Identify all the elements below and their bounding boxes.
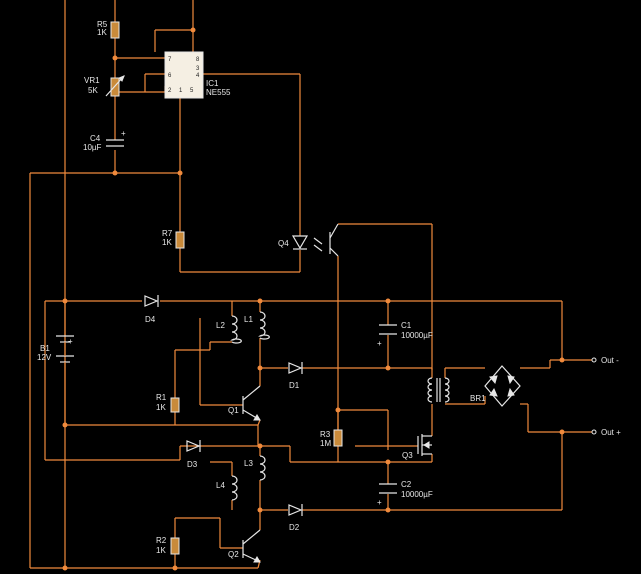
vr1-value: 5K: [88, 86, 98, 95]
l4-label: L4: [216, 481, 225, 490]
c2-label: C2: [401, 480, 412, 489]
b1-value: 12V: [37, 353, 52, 362]
diode-d4[interactable]: D4: [144, 295, 159, 324]
potentiometer-vr1[interactable]: VR1 5K: [84, 75, 125, 97]
q1-label: Q1: [228, 406, 239, 415]
r2-label: R2: [156, 536, 167, 545]
r5-label: R5: [97, 20, 108, 29]
ic1-ne555[interactable]: 7 8 6 4 3 2 1 5 IC1 NE555: [164, 51, 231, 99]
c2-plus: +: [377, 498, 382, 507]
pin5: 5: [190, 88, 194, 94]
c1-plus: +: [377, 339, 382, 348]
transistor-q1[interactable]: Q1: [228, 385, 261, 421]
r1-label: R1: [156, 393, 167, 402]
junction-dots: [62, 27, 565, 571]
mosfet-q3[interactable]: Q3: [402, 434, 432, 460]
r1-value: 1K: [156, 403, 166, 412]
inductor-l2[interactable]: L2: [216, 315, 242, 344]
pin2: 2: [168, 88, 172, 94]
r2-value: 1K: [156, 546, 166, 555]
l2-label: L2: [216, 321, 225, 330]
d1-label: D1: [289, 381, 300, 390]
pin1: 1: [179, 88, 183, 94]
q2-label: Q2: [228, 550, 239, 559]
diode-d2[interactable]: D2: [288, 504, 303, 532]
diode-d1[interactable]: D1: [288, 362, 303, 390]
q4-label: Q4: [278, 239, 289, 248]
d3-label: D3: [187, 460, 198, 469]
r3-label: R3: [320, 430, 331, 439]
out-plus-label: Out +: [601, 428, 621, 437]
l1-label: L1: [244, 315, 253, 324]
r3-value: 1M: [320, 439, 331, 448]
inductor-l4[interactable]: L4: [216, 475, 238, 501]
resistor-r7[interactable]: R7 1K: [162, 229, 185, 249]
output-minus[interactable]: Out -: [591, 356, 619, 365]
pin3: 3: [196, 66, 200, 72]
transformer[interactable]: [427, 377, 450, 403]
q3-label: Q3: [402, 451, 413, 460]
optocoupler-q4[interactable]: Q4: [278, 223, 339, 257]
capacitor-c1[interactable]: + C1 10000µF: [377, 321, 433, 348]
diode-d3[interactable]: D3: [186, 440, 201, 469]
capacitor-c4[interactable]: + C4 10µF: [83, 129, 126, 152]
c4-plus: +: [121, 129, 126, 138]
d4-label: D4: [145, 315, 156, 324]
c2-value: 10000µF: [401, 490, 433, 499]
c4-label: C4: [90, 134, 101, 143]
inductor-l1[interactable]: L1: [244, 311, 270, 340]
resistor-r3[interactable]: R3 1M: [320, 429, 343, 448]
ic1-value: NE555: [206, 88, 231, 97]
wires: [29, 0, 592, 569]
resistor-r1[interactable]: R1 1K: [156, 393, 180, 413]
b1-label: B1: [40, 344, 50, 353]
ic1-label: IC1: [206, 79, 219, 88]
b1-plus: +: [68, 337, 73, 346]
battery-b1[interactable]: + B1 12V: [37, 335, 74, 370]
vr1-label: VR1: [84, 76, 100, 85]
br1-label: BR1: [470, 394, 486, 403]
l3-label: L3: [244, 459, 253, 468]
inductor-l3[interactable]: L3: [244, 455, 266, 481]
r7-value: 1K: [162, 238, 172, 247]
c1-label: C1: [401, 321, 412, 330]
capacitor-c2[interactable]: + C2 10000µF: [377, 480, 433, 507]
resistor-r2[interactable]: R2 1K: [156, 536, 180, 555]
output-plus[interactable]: Out +: [591, 428, 621, 437]
pin8: 8: [196, 57, 200, 63]
pin6: 6: [168, 73, 172, 79]
out-minus-label: Out -: [601, 356, 619, 365]
c4-value: 10µF: [83, 143, 102, 152]
r7-label: R7: [162, 229, 173, 238]
r5-value: 1K: [97, 28, 107, 37]
transistor-q2[interactable]: Q2: [228, 529, 261, 563]
resistor-r5[interactable]: R5 1K: [97, 20, 120, 39]
d2-label: D2: [289, 523, 300, 532]
c1-value: 10000µF: [401, 331, 433, 340]
pin7: 7: [168, 57, 172, 63]
pin4: 4: [196, 73, 200, 79]
bridge-rectifier-br1[interactable]: BR1: [470, 365, 521, 407]
